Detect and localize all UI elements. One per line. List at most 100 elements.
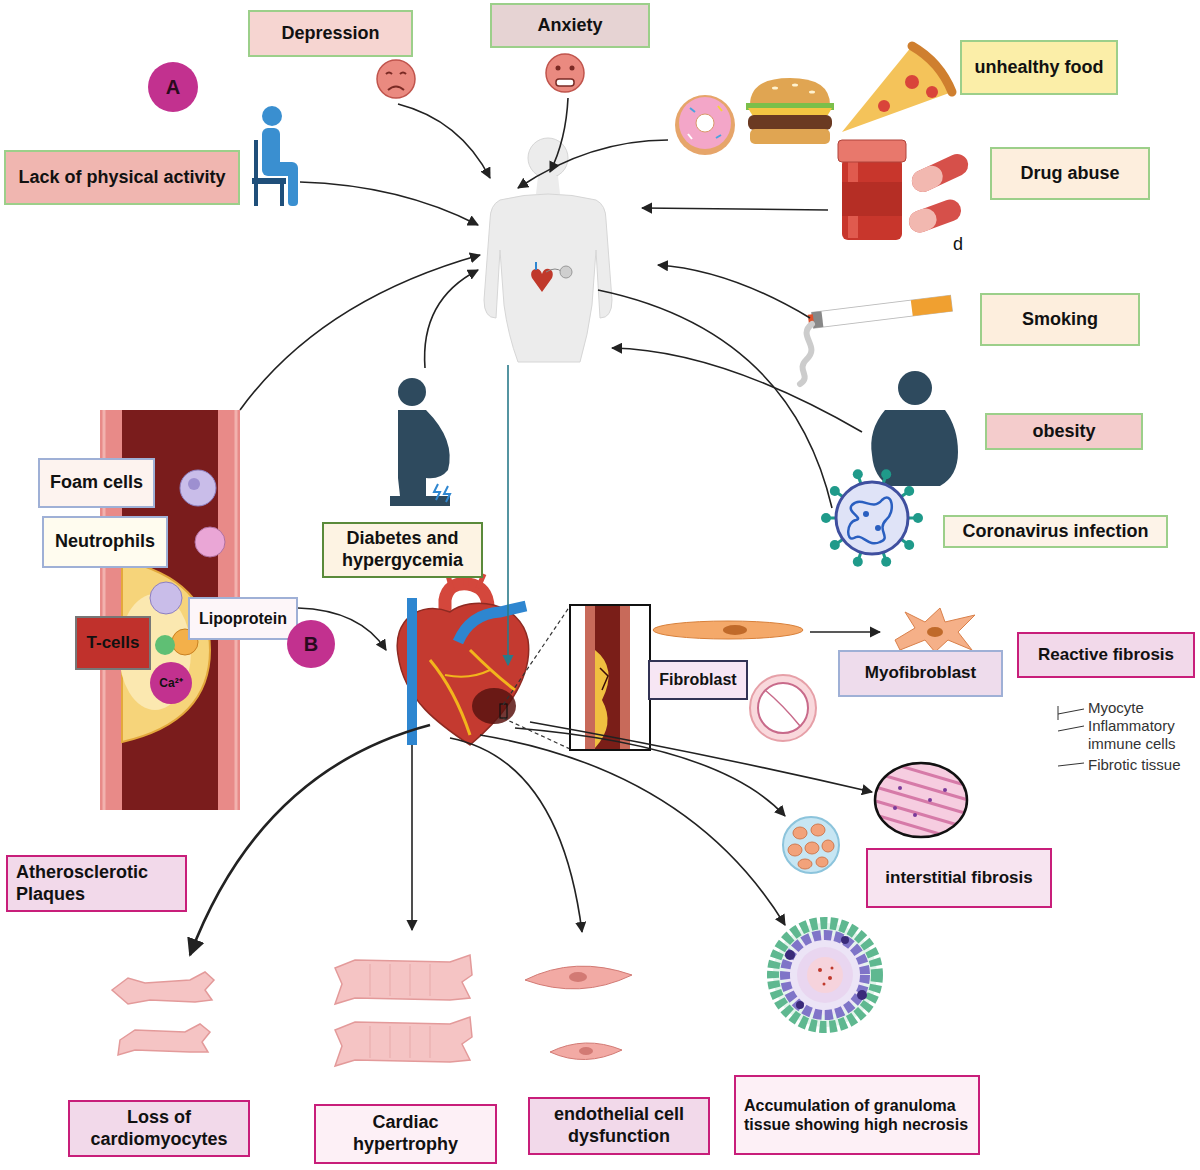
heart-illustration xyxy=(407,598,417,745)
cell-label-box: Myofibroblast xyxy=(838,650,1003,697)
arrow xyxy=(190,98,880,955)
cell-cluster xyxy=(822,840,834,852)
cell-label-box: Lipoprotein xyxy=(188,597,298,640)
fibroblast-cell xyxy=(653,621,803,639)
anxious-face-icon xyxy=(546,54,584,92)
burger-icon xyxy=(809,91,815,94)
arrow xyxy=(300,182,478,225)
granuloma-illustration xyxy=(823,983,826,986)
burger-icon xyxy=(750,129,830,144)
granuloma-illustration xyxy=(818,967,834,986)
artery-illustration xyxy=(195,527,225,557)
artery-inset xyxy=(600,668,608,690)
hypertrophic-cells xyxy=(335,955,472,1066)
human-figure xyxy=(484,138,612,362)
heart-illustration xyxy=(500,704,507,718)
cell-cluster xyxy=(783,817,839,873)
outcome-box: interstitial fibrosis xyxy=(866,848,1052,908)
cardiomyocyte-cells xyxy=(112,972,214,1004)
granuloma-illustration xyxy=(831,967,834,970)
label-text: Myocyte xyxy=(1088,699,1188,717)
histology-section xyxy=(893,806,897,810)
heart-illustration xyxy=(397,572,529,745)
risk-factor-box: Lack of physical activity xyxy=(4,150,240,205)
histology-section xyxy=(898,786,902,790)
arrow xyxy=(550,98,568,172)
granuloma-illustration xyxy=(785,936,867,1009)
arrow xyxy=(810,631,880,633)
coronavirus-icon xyxy=(875,525,881,531)
hypertrophic-cells xyxy=(335,955,472,1004)
node-text: Ca²⁺ xyxy=(159,676,182,690)
histology-section xyxy=(875,763,967,837)
coronavirus-icon xyxy=(904,540,914,550)
human-figure xyxy=(528,138,568,178)
coronavirus-icon xyxy=(821,469,923,566)
vessel-cross-section xyxy=(765,690,800,726)
annotation-letter: d xyxy=(953,234,977,256)
cell-cluster xyxy=(788,844,802,856)
arrow xyxy=(598,290,832,508)
donut-icon xyxy=(675,95,735,155)
diabetes-figure-icon xyxy=(398,410,450,496)
hypertrophic-cells xyxy=(390,964,391,996)
cell-cluster xyxy=(783,817,839,873)
sad-face-icon xyxy=(377,60,415,98)
hypertrophic-cells xyxy=(410,964,411,996)
leader-line xyxy=(1058,706,1084,766)
arrow xyxy=(515,728,785,816)
endothelial-cells xyxy=(525,966,632,1059)
coronavirus-icon xyxy=(821,513,831,523)
node-text: Anxiety xyxy=(537,15,602,37)
sad-face-icon xyxy=(377,60,415,98)
human-figure xyxy=(536,176,560,194)
cell-label-box: T-cells xyxy=(75,616,151,670)
heart-illustration xyxy=(445,670,490,677)
granuloma-illustration xyxy=(773,923,877,1027)
heart-illustration xyxy=(430,660,470,735)
coronavirus-icon xyxy=(863,511,869,517)
node-text: Reactive fibrosis xyxy=(1038,645,1174,665)
burger-icon xyxy=(772,87,778,90)
arrow xyxy=(411,745,413,930)
arrow xyxy=(530,722,872,792)
arrow xyxy=(642,208,828,210)
capsule-icon xyxy=(906,205,940,235)
node-text: unhealthy food xyxy=(975,57,1104,79)
outcome-box: Accumulation of granuloma tissue showing… xyxy=(734,1075,980,1155)
cell-cluster xyxy=(793,827,807,839)
capsule-icon xyxy=(908,150,972,195)
histology-section xyxy=(872,760,968,840)
hypertrophic-cells xyxy=(370,1026,371,1058)
hypertrophic-cells xyxy=(430,1026,431,1058)
diabetes-figure-icon xyxy=(398,378,426,406)
granuloma-illustration xyxy=(785,935,865,1015)
coronavirus-icon xyxy=(881,557,891,567)
capsule-icon xyxy=(906,150,972,235)
histology-section xyxy=(872,786,968,814)
coronavirus-icon xyxy=(826,474,918,561)
cell-label-box: Foam cells xyxy=(38,458,155,508)
vessel-cross-section xyxy=(750,675,816,741)
cell-cluster xyxy=(811,824,825,836)
risk-factor-box: obesity xyxy=(985,413,1143,450)
arrow xyxy=(612,348,862,432)
leader-line xyxy=(1058,763,1084,766)
capsule-icon xyxy=(908,162,946,195)
obese-figure-icon xyxy=(871,371,958,486)
burger-icon xyxy=(792,84,798,87)
outcome-box: Atherosclerotic Plaques xyxy=(6,855,187,912)
arrow xyxy=(398,104,490,178)
sitting-person-icon xyxy=(288,168,298,206)
artery-illustration xyxy=(155,635,175,655)
sitting-person-icon xyxy=(254,140,258,206)
node-text: Cardiac hypertrophy xyxy=(324,1112,487,1155)
vessel-cross-section xyxy=(750,675,816,741)
donut-icon xyxy=(696,114,714,132)
artery-inset xyxy=(503,606,570,705)
human-figure xyxy=(484,194,612,362)
obese-figure-icon xyxy=(898,371,932,405)
donut-icon xyxy=(690,108,695,112)
